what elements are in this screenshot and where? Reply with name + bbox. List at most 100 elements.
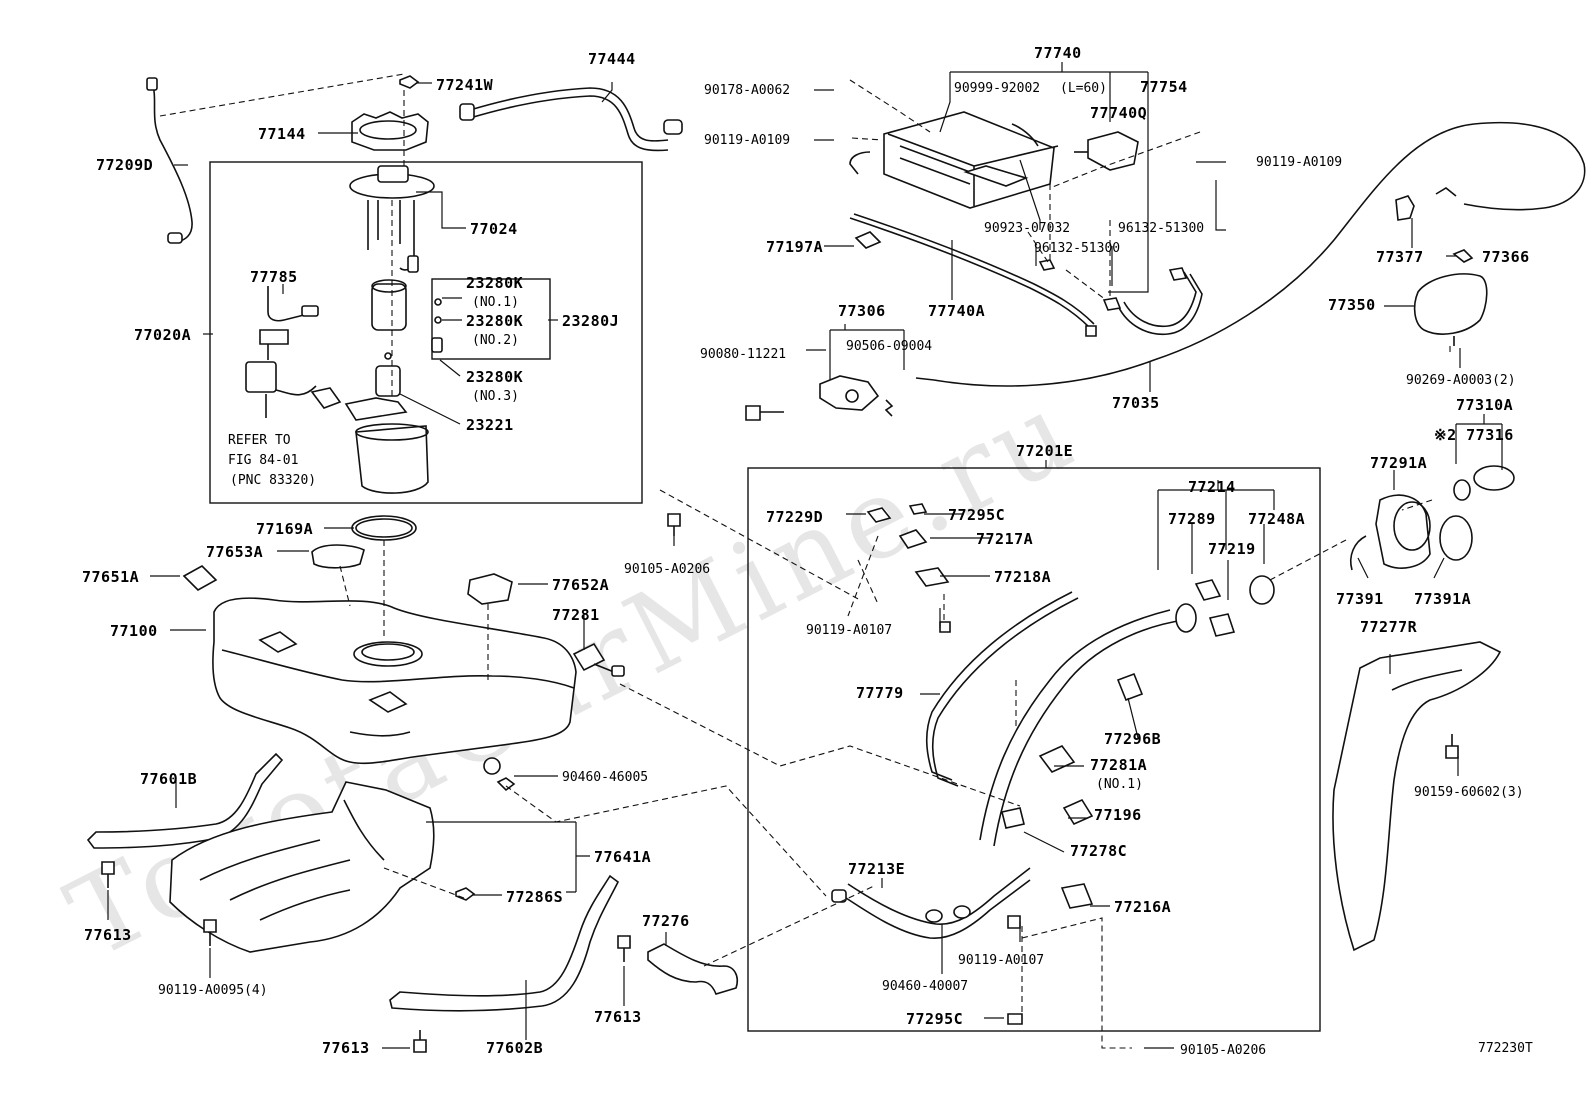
hose-96132	[1117, 271, 1203, 336]
label-77218A: 77218A	[994, 568, 1051, 586]
label-l60: (L=60)	[1060, 81, 1107, 96]
gasket-77169A	[351, 515, 417, 541]
label-77209D: 77209D	[96, 156, 153, 174]
label-77641A: 77641A	[594, 848, 651, 866]
bolt-90080	[745, 405, 784, 421]
breather-tube-77779	[925, 591, 1079, 787]
label-fig-84-01: FIG 84-01	[228, 453, 298, 468]
label-77281: 77281	[552, 606, 600, 624]
pad-77651A	[182, 565, 218, 591]
splash-shield-77277R	[1332, 641, 1502, 952]
label-77754: 77754	[1140, 78, 1188, 96]
label-90119-A0109-a: 90119-A0109	[704, 133, 790, 148]
tank-band-77602B	[389, 874, 620, 1012]
label-77295C-a: 77295C	[948, 506, 1005, 524]
label-77196: 77196	[1094, 806, 1142, 824]
label-77601B: 77601B	[140, 770, 197, 788]
opener-lever-77306	[819, 375, 880, 411]
label-no3: (NO.3)	[472, 389, 519, 404]
spring-90506	[884, 399, 894, 417]
label-77613-c: 77613	[322, 1039, 370, 1057]
label-90119-A0109-b: 90119-A0109	[1256, 155, 1342, 170]
brackets-filler	[866, 503, 1275, 1025]
label-77296B: 77296B	[1104, 730, 1161, 748]
hose-77213E	[831, 867, 1031, 939]
clip-77366	[1452, 249, 1474, 263]
hose-77276	[647, 943, 739, 995]
label-refer-to: REFER TO	[228, 433, 291, 448]
gaskets-77391	[1350, 515, 1473, 571]
tank-band-77601B	[86, 752, 284, 849]
label-77248A: 77248A	[1248, 510, 1305, 528]
label-90999-92002: 90999-92002	[954, 81, 1040, 96]
label-no1-b: (NO.1)	[1096, 777, 1143, 792]
label-77306: 77306	[838, 302, 886, 320]
label-pnc-83320: (PNC 83320)	[230, 473, 316, 488]
label-77366: 77366	[1482, 248, 1530, 266]
label-77316: ※2 77316	[1434, 426, 1514, 444]
label-77377: 77377	[1376, 248, 1424, 266]
lock-77377	[1395, 187, 1457, 221]
cushion-77653A	[311, 544, 365, 569]
label-no2: (NO.2)	[472, 333, 519, 348]
label-77035: 77035	[1112, 394, 1160, 412]
label-77391A: 77391A	[1414, 590, 1471, 608]
label-23221: 23221	[466, 416, 514, 434]
label-77201E: 77201E	[1016, 442, 1073, 460]
label-90119-A0095: 90119-A0095(4)	[158, 983, 268, 998]
dashed-leaders	[159, 73, 1451, 1049]
label-77653A: 77653A	[206, 543, 263, 561]
label-90460-46005: 90460-46005	[562, 770, 648, 785]
leader-lines	[107, 62, 1503, 1049]
label-77291A: 77291A	[1370, 454, 1427, 472]
clips-96132	[1038, 259, 1188, 311]
label-77241W: 77241W	[436, 76, 494, 94]
label-96132-51300-b: 96132-51300	[1034, 241, 1120, 256]
label-77613-a: 77613	[84, 926, 132, 944]
label-77740: 77740	[1034, 44, 1082, 62]
label-77144: 77144	[258, 125, 306, 143]
label-90159-60602: 90159-60602(3)	[1414, 785, 1524, 800]
label-77740Q: 77740Q	[1090, 104, 1147, 122]
fuel-sub-tank	[355, 423, 429, 494]
label-77444: 77444	[588, 50, 636, 68]
fuel-pump-23221	[344, 365, 408, 421]
label-77779: 77779	[856, 684, 904, 702]
label-23280J: 23280J	[562, 312, 619, 330]
label-77020A: 77020A	[134, 326, 191, 344]
label-77229D: 77229D	[766, 508, 823, 526]
cap-77316	[1453, 465, 1515, 501]
label-90105-A0206-b: 90105-A0206	[1180, 1043, 1266, 1058]
valve-77197A	[854, 231, 882, 249]
label-77289: 77289	[1168, 510, 1216, 528]
label-77214: 77214	[1188, 478, 1236, 496]
label-90269-A0003: 90269-A0003(2)	[1406, 373, 1516, 388]
sender-gauge-wire-77209D	[146, 77, 193, 244]
label-90080-11221: 90080-11221	[700, 347, 786, 362]
label-77310A: 77310A	[1456, 396, 1513, 414]
tube-77740A	[849, 213, 1097, 337]
label-77197A: 77197A	[766, 238, 823, 256]
label-90105-A0206-a: 90105-A0206	[624, 562, 710, 577]
label-77278C: 77278C	[1070, 842, 1127, 860]
connector-77281	[572, 642, 625, 677]
label-23280K-no3: 23280K	[466, 368, 523, 386]
label-90506-09004: 90506-09004	[846, 339, 932, 354]
label-77785: 77785	[250, 268, 298, 286]
fuel-tank-77100	[212, 597, 577, 775]
figure-code: 772230T	[1478, 1041, 1533, 1056]
label-77277R: 77277R	[1360, 618, 1418, 636]
clamps-filler	[925, 905, 971, 923]
part-labels: 77444 77241W 77144 77209D 77024 77785 23…	[82, 44, 1533, 1058]
label-77217A: 77217A	[976, 530, 1033, 548]
fuel-filter-23280K	[371, 279, 443, 360]
vsv-77740Q	[1074, 131, 1139, 171]
label-90923-07032: 90923-07032	[984, 221, 1070, 236]
charcoal-canister-77740	[849, 111, 1059, 209]
label-90460-40007: 90460-40007	[882, 979, 968, 994]
label-77286S: 77286S	[506, 888, 563, 906]
label-23280K-no2: 23280K	[466, 312, 523, 330]
label-77391: 77391	[1336, 590, 1384, 608]
lid-opener-cable-77035	[915, 121, 1586, 387]
